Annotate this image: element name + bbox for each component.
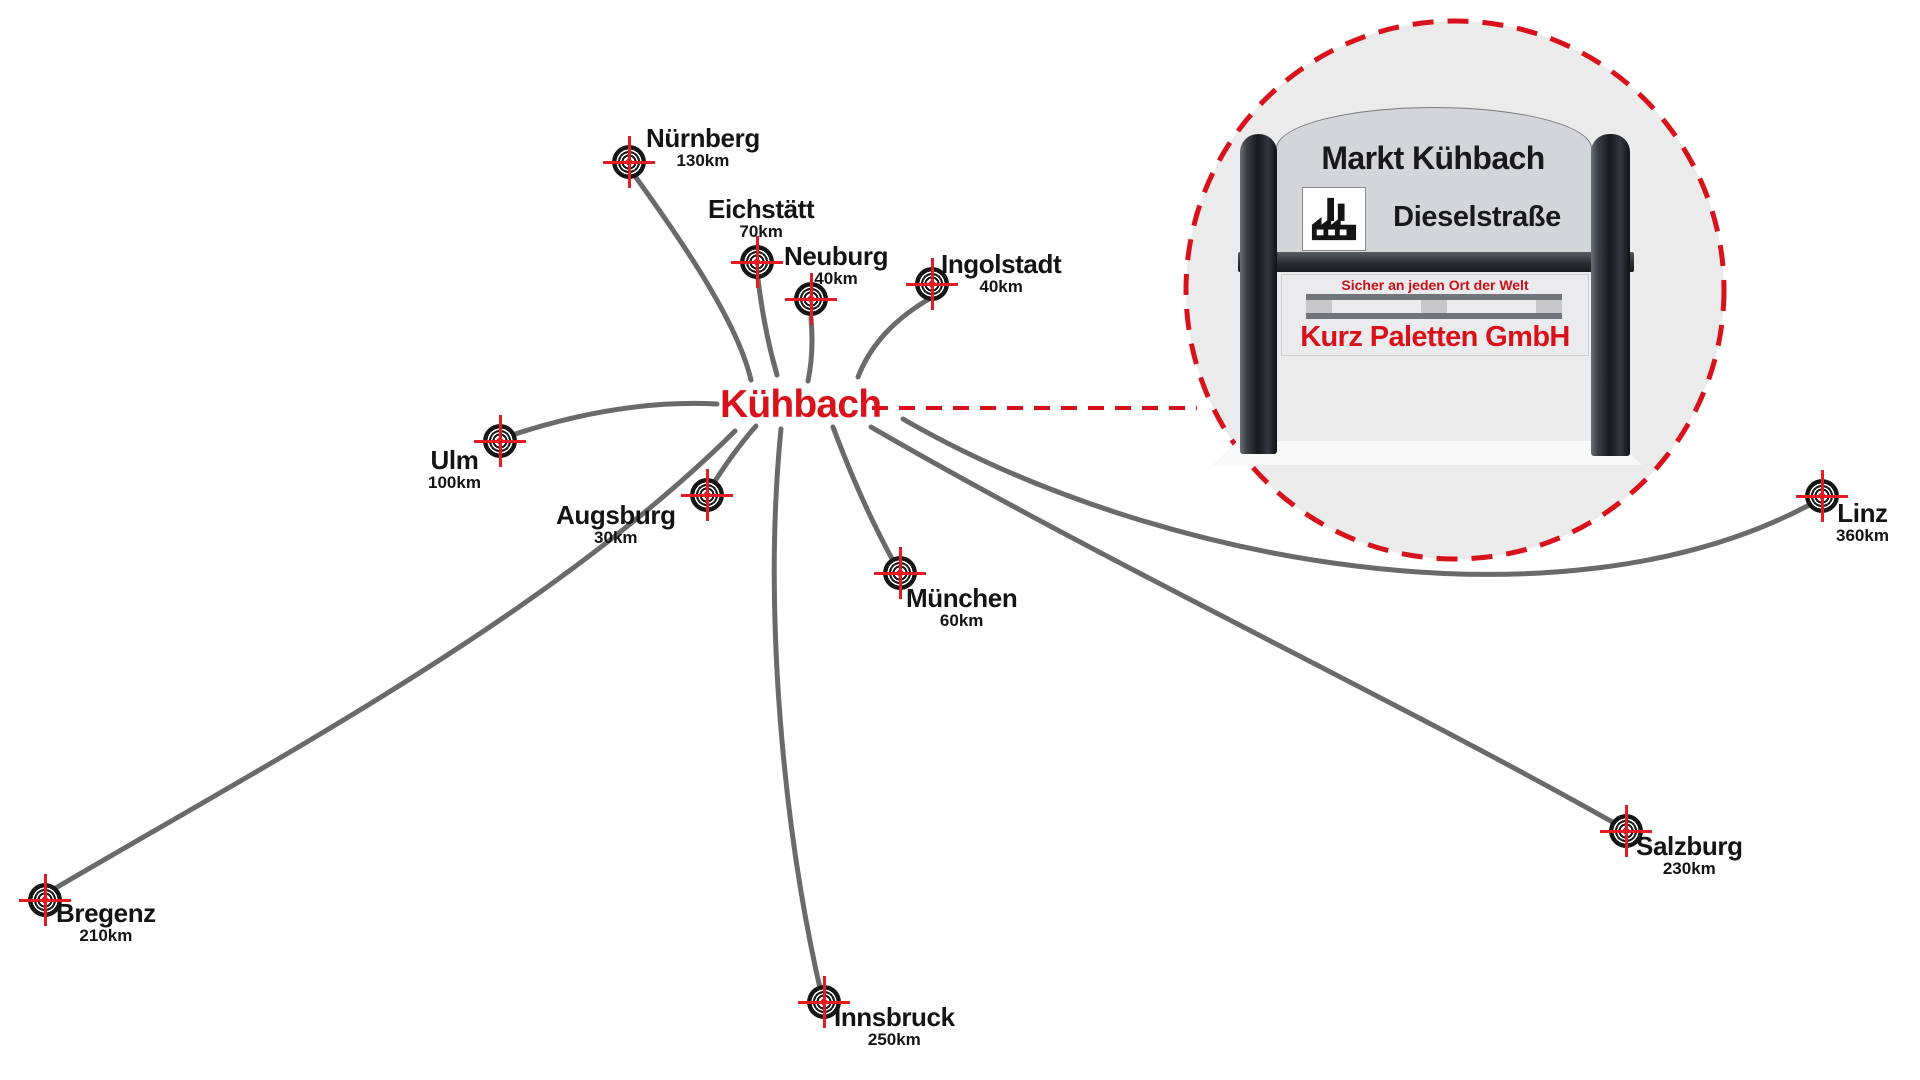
route-line-ingolstadt (855, 296, 932, 380)
factory-icon-box (1302, 187, 1366, 251)
crosshair-horizontal (906, 282, 958, 286)
target-marker-innsbruck (798, 976, 850, 1028)
route-line-neuburg (805, 315, 815, 384)
sign-title: Markt Kühbach (1321, 140, 1545, 176)
city-name: Innsbruck (834, 1002, 955, 1032)
crosshair-horizontal (474, 439, 526, 443)
route-line-innsbruck (771, 426, 825, 1000)
city-distance: 250km (867, 1030, 921, 1050)
sign-street-name: Dieselstraße (1393, 201, 1561, 233)
city-name: Neuburg (784, 241, 889, 271)
crosshair-horizontal (785, 297, 837, 301)
sign-post-left (1240, 134, 1277, 454)
city-distance: 30km (594, 528, 638, 548)
city-distance: 230km (1662, 859, 1716, 879)
sign-crossbar (1238, 252, 1634, 272)
city-name: Salzburg (1636, 831, 1743, 861)
crosshair-horizontal (19, 898, 71, 902)
route-line-bregenz (51, 428, 738, 892)
target-marker-bregenz (19, 874, 71, 926)
pallet-top-bar (1306, 294, 1562, 300)
crosshair-horizontal (603, 160, 655, 164)
target-marker-nuernberg (603, 136, 655, 188)
city-distance: 210km (79, 926, 133, 946)
target-marker-muenchen (874, 547, 926, 599)
factory-icon (1311, 197, 1357, 241)
pallet-block (1306, 300, 1332, 313)
target-marker-eichstaett (731, 236, 783, 288)
city-name: Augsburg (556, 500, 676, 530)
city-distance: 360km (1836, 526, 1889, 546)
crosshair-horizontal (681, 493, 733, 497)
city-distance: 70km (739, 222, 783, 242)
city-distance: 100km (428, 473, 481, 493)
city-distance: 40km (979, 277, 1023, 297)
route-line-nuernberg (629, 169, 754, 383)
city-distance: 130km (676, 151, 730, 171)
route-line-eichstaett (755, 276, 780, 378)
sign-tagline: Sicher an jeden Ort der Welt (1341, 277, 1529, 293)
crosshair-horizontal (874, 571, 926, 575)
crosshair-horizontal (1796, 494, 1848, 498)
target-marker-linz (1796, 470, 1848, 522)
pallet-bottom-bar (1306, 313, 1562, 319)
crosshair-horizontal (1600, 829, 1652, 833)
pallet-block (1536, 300, 1562, 313)
city-distance: 60km (939, 611, 984, 631)
target-marker-augsburg (681, 469, 733, 521)
city-name: Nürnberg (646, 123, 760, 153)
city-name: Bregenz (56, 898, 156, 928)
route-line-ulm (506, 400, 720, 439)
city-name: Ulm (430, 445, 479, 475)
city-name: Ingolstadt (941, 249, 1062, 279)
sign-ground-band (1212, 441, 1642, 465)
route-line-linz (900, 416, 1816, 577)
target-marker-salzburg (1600, 805, 1652, 857)
sign-company-name: Kurz Paletten GmbH (1300, 321, 1570, 353)
route-line-muenchen (830, 424, 899, 569)
pallet-block (1421, 300, 1447, 313)
city-name: München (906, 583, 1018, 613)
city-distance: 40km (814, 269, 858, 289)
crosshair-horizontal (798, 1000, 850, 1004)
city-name: Linz (1837, 498, 1888, 528)
target-marker-ulm (474, 415, 526, 467)
hub-label-kuehbach: Kühbach (720, 383, 882, 426)
crosshair-horizontal (731, 260, 783, 264)
route-line-salzburg (868, 424, 1619, 827)
city-name: Eichstätt (708, 194, 815, 224)
target-marker-ingolstadt (906, 258, 958, 310)
sign-post-right (1591, 134, 1630, 456)
target-marker-neuburg (785, 273, 837, 325)
